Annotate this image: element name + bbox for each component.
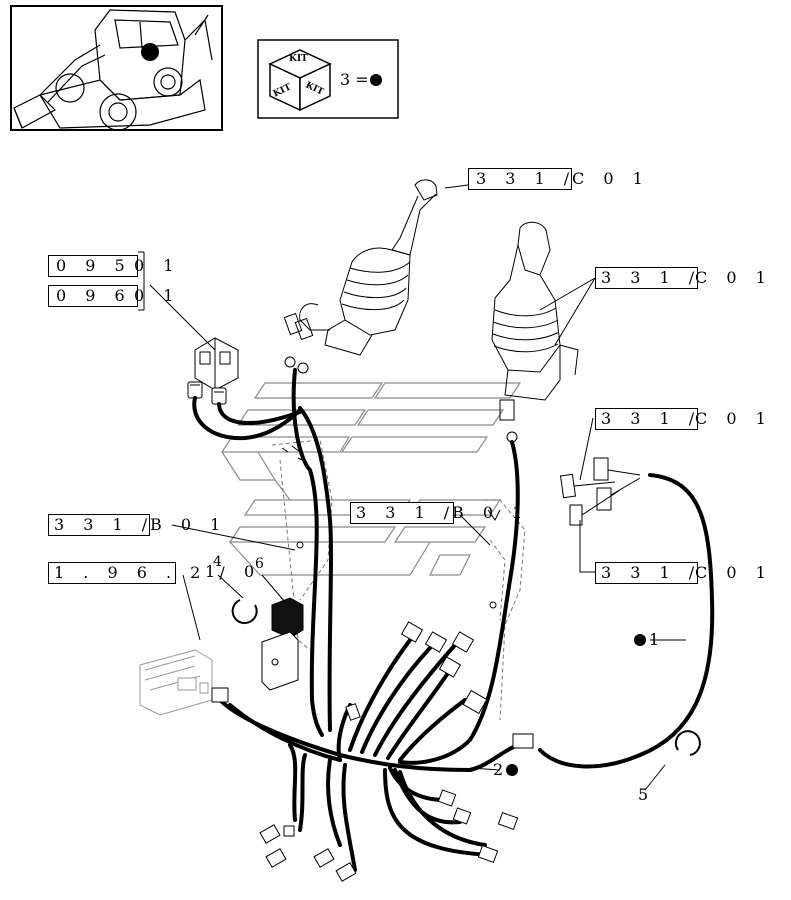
ref-331c-top-suffix: C 0 1 xyxy=(572,169,650,188)
ref-095-suffix: 0 1 xyxy=(134,256,181,275)
ref-box-1962 xyxy=(48,562,176,584)
ref-331c-right3-suffix: C 0 1 xyxy=(695,563,773,582)
upper-left-connectors xyxy=(187,337,239,405)
callout-item-0: 0 xyxy=(244,562,255,581)
ref-331b-left: 3 3 1 / xyxy=(54,515,155,534)
cab-pillar-outline xyxy=(271,439,526,721)
right-side-connectors xyxy=(559,457,641,526)
ref-096: 0 9 6 xyxy=(56,286,132,305)
ref-096-suffix: 0 1 xyxy=(134,286,181,305)
leader-lines xyxy=(138,184,686,791)
ref-331c-top: 3 3 1 / xyxy=(476,169,577,188)
ref-331b-center: 3 3 1 / xyxy=(356,503,457,522)
ref-box-095 xyxy=(48,255,138,277)
callout-item-4: 4 xyxy=(213,554,222,570)
kit-top-label: KIT xyxy=(289,54,308,64)
ref-331b-center-suffix: B 0 1 xyxy=(452,503,530,522)
ref-331c-right1-suffix: C 0 1 xyxy=(695,268,773,287)
ref-331c-right2-suffix: C 0 1 xyxy=(695,409,773,428)
harness-connectors xyxy=(211,621,534,882)
ref-box-331b-left xyxy=(48,514,150,536)
machine-thumbnail xyxy=(10,5,223,131)
kit-legend xyxy=(257,39,399,119)
ref-box-331b-center xyxy=(350,502,454,524)
callout-item-5: 5 xyxy=(638,785,649,804)
callout-item-1: 1 xyxy=(649,630,660,649)
ref-box-331c-top xyxy=(468,168,572,190)
callout-item-2: 2 xyxy=(493,760,504,779)
watermark-logo xyxy=(220,382,522,576)
ref-331c-right1: 3 3 1 / xyxy=(601,268,702,287)
circlip-5 xyxy=(674,730,701,756)
ref-box-331c-right1 xyxy=(595,267,698,289)
ref-331c-right3: 3 3 1 / xyxy=(601,563,702,582)
ref-331c-right2: 3 3 1 / xyxy=(601,409,702,428)
kit-marker-dot-2 xyxy=(506,764,518,776)
left-joystick xyxy=(283,179,438,374)
kit-marker-dot xyxy=(634,634,646,646)
ref-box-331c-right3 xyxy=(595,562,698,584)
main-harness xyxy=(192,368,715,872)
ref-331b-left-suffix: B 0 1 xyxy=(150,515,228,534)
ref-095: 0 9 5 xyxy=(56,256,132,275)
relay xyxy=(261,597,304,691)
callout-item-6: 6 xyxy=(255,556,264,572)
ref-1962: 1 . 9 6 . 2 / xyxy=(54,563,232,582)
circlip-4 xyxy=(231,599,258,625)
kit-equation: 3 = xyxy=(340,70,369,89)
fuse-panel xyxy=(139,649,213,716)
ref-box-331c-right2 xyxy=(595,408,698,430)
right-joystick xyxy=(491,221,579,443)
callout-item-1b: 1 xyxy=(205,562,216,581)
ref-box-096 xyxy=(48,285,138,307)
